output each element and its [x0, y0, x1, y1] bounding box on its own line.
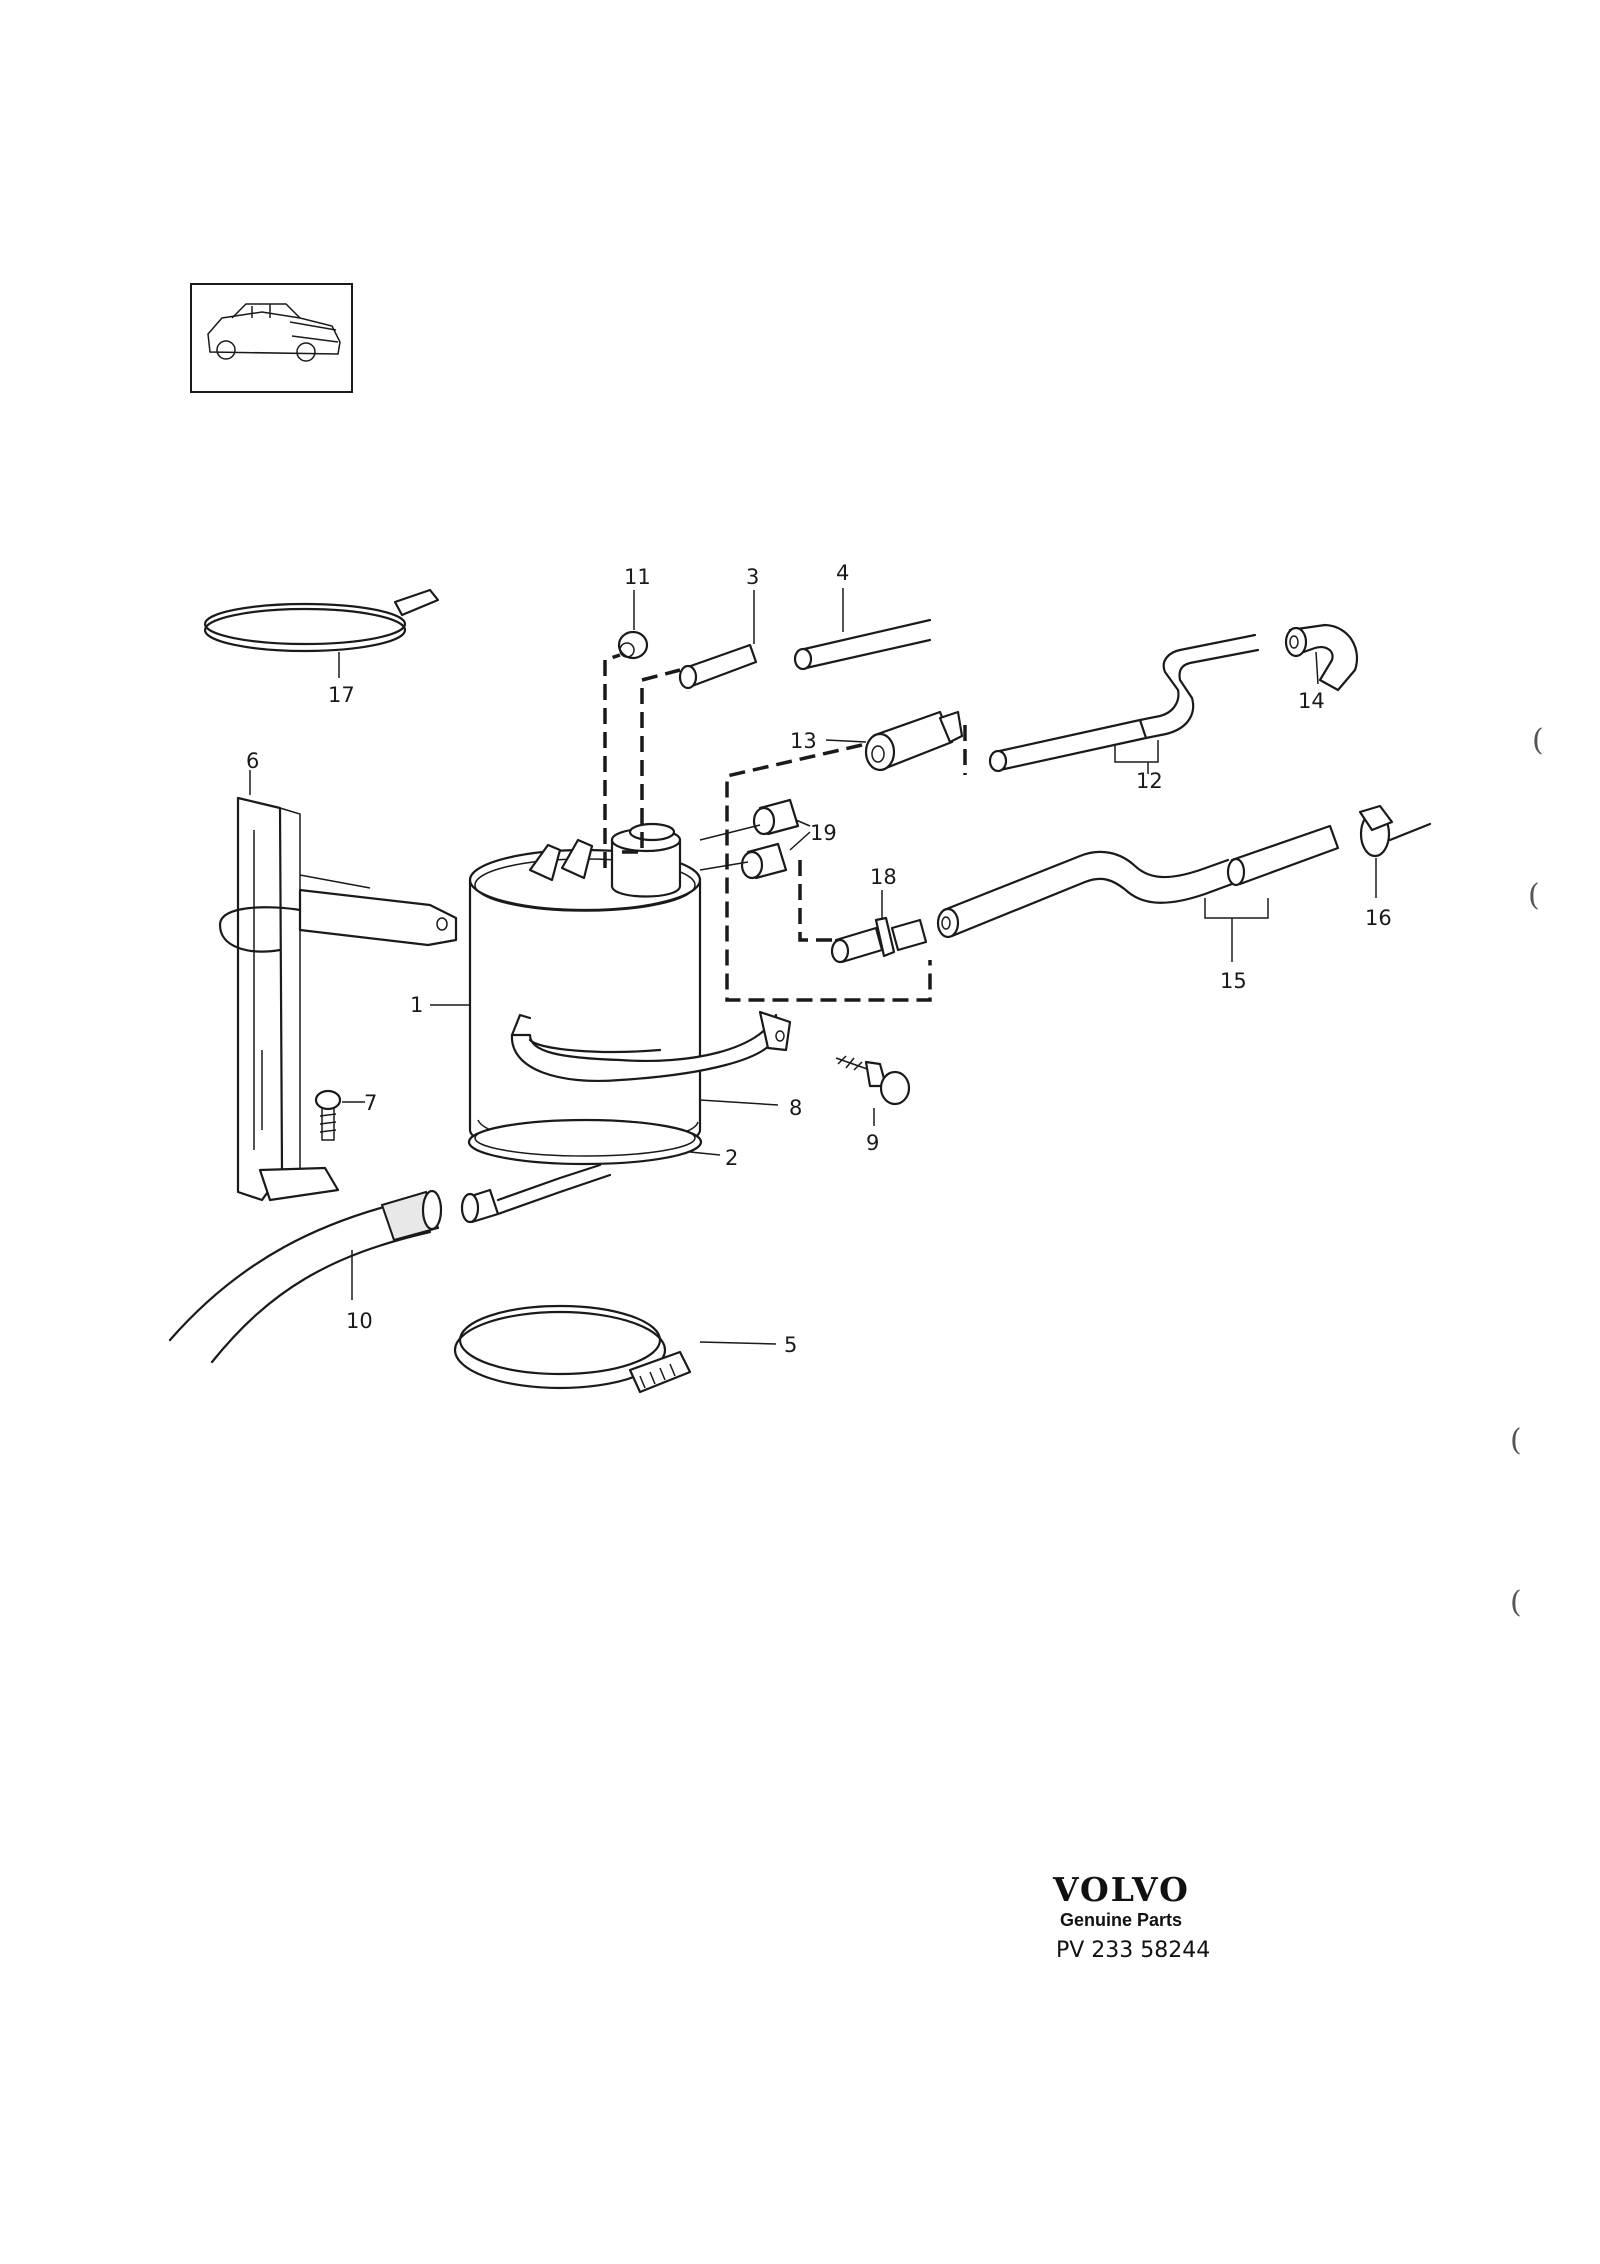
callout-12: 12 — [1136, 769, 1163, 793]
callout-8: 8 — [789, 1096, 802, 1120]
part-6-mounting-bracket — [218, 770, 458, 1202]
callout-14: 14 — [1298, 689, 1325, 713]
callout-3: 3 — [746, 565, 759, 589]
callout-17: 17 — [328, 683, 355, 707]
part-15-hose — [936, 824, 1340, 962]
callout-15: 15 — [1220, 969, 1247, 993]
callout-19: 19 — [810, 821, 837, 845]
part-1-canister — [430, 822, 702, 1154]
part-5-hose-clamp — [453, 1304, 777, 1394]
margin-mark: ( — [1532, 723, 1544, 758]
part-4-pipe — [793, 588, 932, 671]
part-14-elbow — [1284, 623, 1359, 692]
callout-16: 16 — [1365, 906, 1392, 930]
part-10-hose — [168, 1163, 612, 1364]
part-13-filter — [825, 710, 964, 772]
dashed-connection-lines — [603, 653, 967, 1002]
margin-mark: ( — [1510, 1423, 1522, 1458]
part-16-small-clamp — [1358, 804, 1432, 898]
callout-1: 1 — [410, 993, 423, 1017]
callout-11: 11 — [624, 565, 651, 589]
callout-10: 10 — [346, 1309, 373, 1333]
part-number: PV 233 58244 — [1056, 1938, 1210, 1963]
callout-9: 9 — [866, 1131, 879, 1155]
part-7-screw — [314, 1089, 365, 1141]
part-8-canister-strap — [510, 1010, 792, 1106]
callout-6: 6 — [246, 749, 259, 773]
part-9-bolt — [835, 1055, 911, 1126]
sedan-car-icon — [190, 283, 353, 393]
part-17-band-clamp — [203, 588, 440, 678]
part-2-base-ring — [467, 1118, 721, 1166]
callout-7: 7 — [364, 1091, 377, 1115]
callout-4: 4 — [836, 561, 849, 585]
part-3-hose-section — [678, 590, 758, 690]
margin-mark: ( — [1510, 1585, 1522, 1620]
part-19-connector — [699, 798, 811, 880]
callout-13: 13 — [790, 729, 817, 753]
part-11-cap — [617, 590, 649, 660]
margin-mark: ( — [1528, 878, 1540, 913]
part-18-nipple — [830, 890, 928, 964]
callout-2: 2 — [725, 1146, 738, 1170]
volvo-logo-text: VOLVO — [1052, 1870, 1190, 1909]
callout-18: 18 — [870, 865, 897, 889]
callout-5: 5 — [784, 1333, 797, 1357]
genuine-parts-label: Genuine Parts — [1060, 1910, 1182, 1930]
part-12-pipe — [988, 633, 1260, 774]
